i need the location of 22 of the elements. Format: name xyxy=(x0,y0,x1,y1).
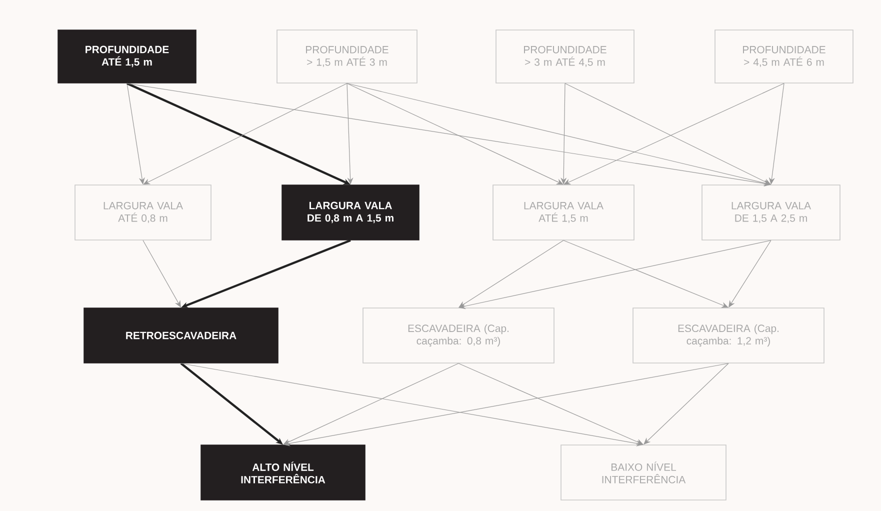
arrow xyxy=(283,363,729,446)
highlighted-box: RETROESCAVADEIRA xyxy=(84,308,278,364)
option-box: PROFUNDIDADE > 1,5 m ATÉ 3 m xyxy=(276,30,418,84)
arrow xyxy=(458,240,772,310)
option-box: LARGURA VALA DE 1,5 A 2,5 m xyxy=(702,184,840,240)
arrow xyxy=(458,363,644,445)
option-box: ESCAVADEIRA (Cap. caçamba: 1,2 m³) xyxy=(632,308,824,364)
arrow xyxy=(180,363,644,446)
option-box: PROFUNDIDADE > 3 m ATÉ 4,5 m xyxy=(496,30,634,84)
option-box: PROFUNDIDADE > 4,5 m ATÉ 6 m xyxy=(714,30,854,84)
highlighted-box: PROFUNDIDADE ATÉ 1,5 m xyxy=(58,30,196,84)
option-box: LARGURA VALA ATÉ 1,5 m xyxy=(492,184,634,240)
arrow xyxy=(126,83,771,186)
arrow xyxy=(346,83,771,186)
arrow xyxy=(563,240,728,308)
option-box: LARGURA VALA ATÉ 0,8 m xyxy=(74,184,212,240)
highlighted-box: LARGURA VALA DE 0,8 m A 1,5 m xyxy=(282,184,420,240)
option-box: BAIXO NÍVEL INTERFERÊNCIA xyxy=(560,444,726,500)
highlighted-box: ALTO NÍVEL INTERFERÊNCIA xyxy=(200,444,366,500)
arrow xyxy=(346,83,564,185)
option-box: ESCAVADEIRA (Cap. caçamba: 0,8 m³) xyxy=(362,308,554,364)
arrow xyxy=(283,363,459,445)
